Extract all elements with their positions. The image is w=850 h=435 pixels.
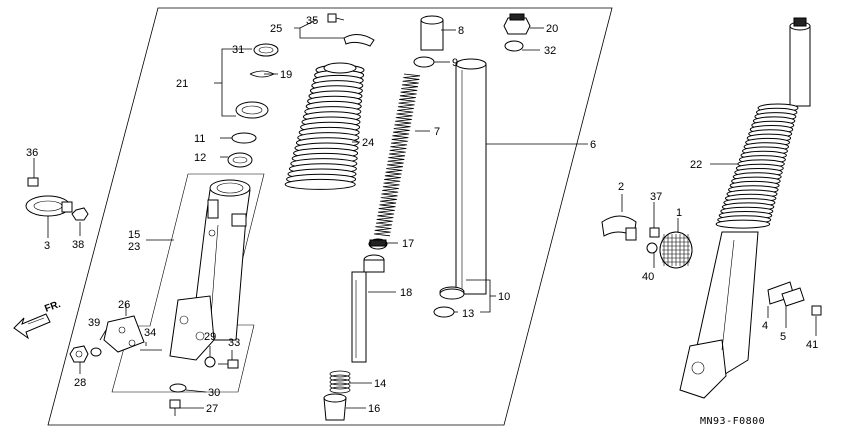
callout-38: 38 xyxy=(72,239,84,251)
callout-17: 17 xyxy=(402,238,414,250)
axle-holder xyxy=(103,315,145,353)
oil-seal-upper xyxy=(235,101,269,119)
callout-16: 16 xyxy=(368,403,380,415)
callout-40: 40 xyxy=(642,271,654,283)
callout-3: 3 xyxy=(44,240,50,252)
slide-bushing-10 xyxy=(439,288,465,300)
nut-28 xyxy=(69,345,89,363)
bolt-33 xyxy=(218,359,239,369)
callout-11: 11 xyxy=(194,133,205,145)
oil-seal-13 xyxy=(433,306,455,318)
callout-23: 23 xyxy=(128,241,140,253)
fork-slider xyxy=(169,179,251,361)
callout-21: 21 xyxy=(176,78,188,90)
fork-seal-31 xyxy=(253,43,279,57)
callout-31: 31 xyxy=(232,44,244,56)
band-3 xyxy=(25,195,73,217)
callout-8: 8 xyxy=(458,25,464,37)
rebound-spring-14 xyxy=(329,370,351,394)
callout-5: 5 xyxy=(780,331,786,343)
reflector-1 xyxy=(659,231,693,269)
callout-12: 12 xyxy=(194,152,206,164)
callout-20: 20 xyxy=(546,23,558,35)
washer-39 xyxy=(90,347,102,357)
boot-band-25 xyxy=(343,34,375,47)
callout-25: 25 xyxy=(270,23,282,35)
bolt-41 xyxy=(811,305,822,316)
callout-26: 26 xyxy=(118,299,130,311)
fork-tube-6 xyxy=(439,58,487,298)
callout-30: 30 xyxy=(208,387,220,399)
callout-35: 35 xyxy=(306,15,318,27)
callout-1: 1 xyxy=(676,207,682,219)
brake-hose-clamp xyxy=(767,281,805,307)
back-up-ring-11 xyxy=(231,132,257,144)
callout-24: 24 xyxy=(362,137,374,149)
callout-28: 28 xyxy=(74,377,86,389)
socket-bolt-27 xyxy=(169,399,181,416)
spring-seat-9 xyxy=(413,56,435,68)
slider-subframe xyxy=(111,173,265,393)
callout-18: 18 xyxy=(400,287,412,299)
o-ring-32 xyxy=(504,40,524,52)
oil-lock-piece-16 xyxy=(323,393,347,421)
front-direction-arrow xyxy=(13,313,51,340)
callout-4: 4 xyxy=(762,320,768,332)
callout-36: 36 xyxy=(26,147,38,159)
leader-lines xyxy=(33,19,817,409)
callout-41: 41 xyxy=(806,339,818,351)
callout-10: 10 xyxy=(498,291,510,303)
direction-label: FR. xyxy=(43,299,62,315)
callout-19: 19 xyxy=(280,69,292,81)
callout-14: 14 xyxy=(374,378,386,390)
fork-piston-18 xyxy=(351,254,385,363)
assembled-fork xyxy=(679,17,811,399)
callout-39: 39 xyxy=(88,317,100,329)
callout-34: 34 xyxy=(144,327,156,339)
fork-spring xyxy=(373,73,421,237)
piston-ring-17 xyxy=(368,238,388,250)
fork-bolt-20 xyxy=(503,13,531,35)
callout-22: 22 xyxy=(690,159,702,171)
spacer-8 xyxy=(420,15,444,51)
screw-35 xyxy=(327,13,345,23)
callout-33: 33 xyxy=(228,337,240,349)
callout-7: 7 xyxy=(434,126,440,138)
callout-32: 32 xyxy=(544,45,556,57)
callout-9: 9 xyxy=(452,57,458,69)
washer-29 xyxy=(204,356,216,368)
callout-6: 6 xyxy=(590,139,596,151)
callout-2: 2 xyxy=(618,181,624,193)
callout-15: 15 xyxy=(128,229,140,241)
callout-29: 29 xyxy=(204,331,216,343)
diagram-code: MN93-F0800 xyxy=(700,416,765,427)
callout-13: 13 xyxy=(462,308,474,320)
callout-37: 37 xyxy=(650,191,662,203)
screw-36 xyxy=(27,177,39,187)
band-2 xyxy=(601,215,637,241)
nut-38 xyxy=(71,207,89,221)
callout-27: 27 xyxy=(206,403,218,415)
fork-boot xyxy=(284,62,365,190)
bolt-37 xyxy=(649,227,660,238)
exploded-view-frame xyxy=(47,7,613,426)
guide-bushing-12 xyxy=(227,152,253,168)
washer-40 xyxy=(646,242,658,254)
sealing-washer-30 xyxy=(169,383,187,393)
